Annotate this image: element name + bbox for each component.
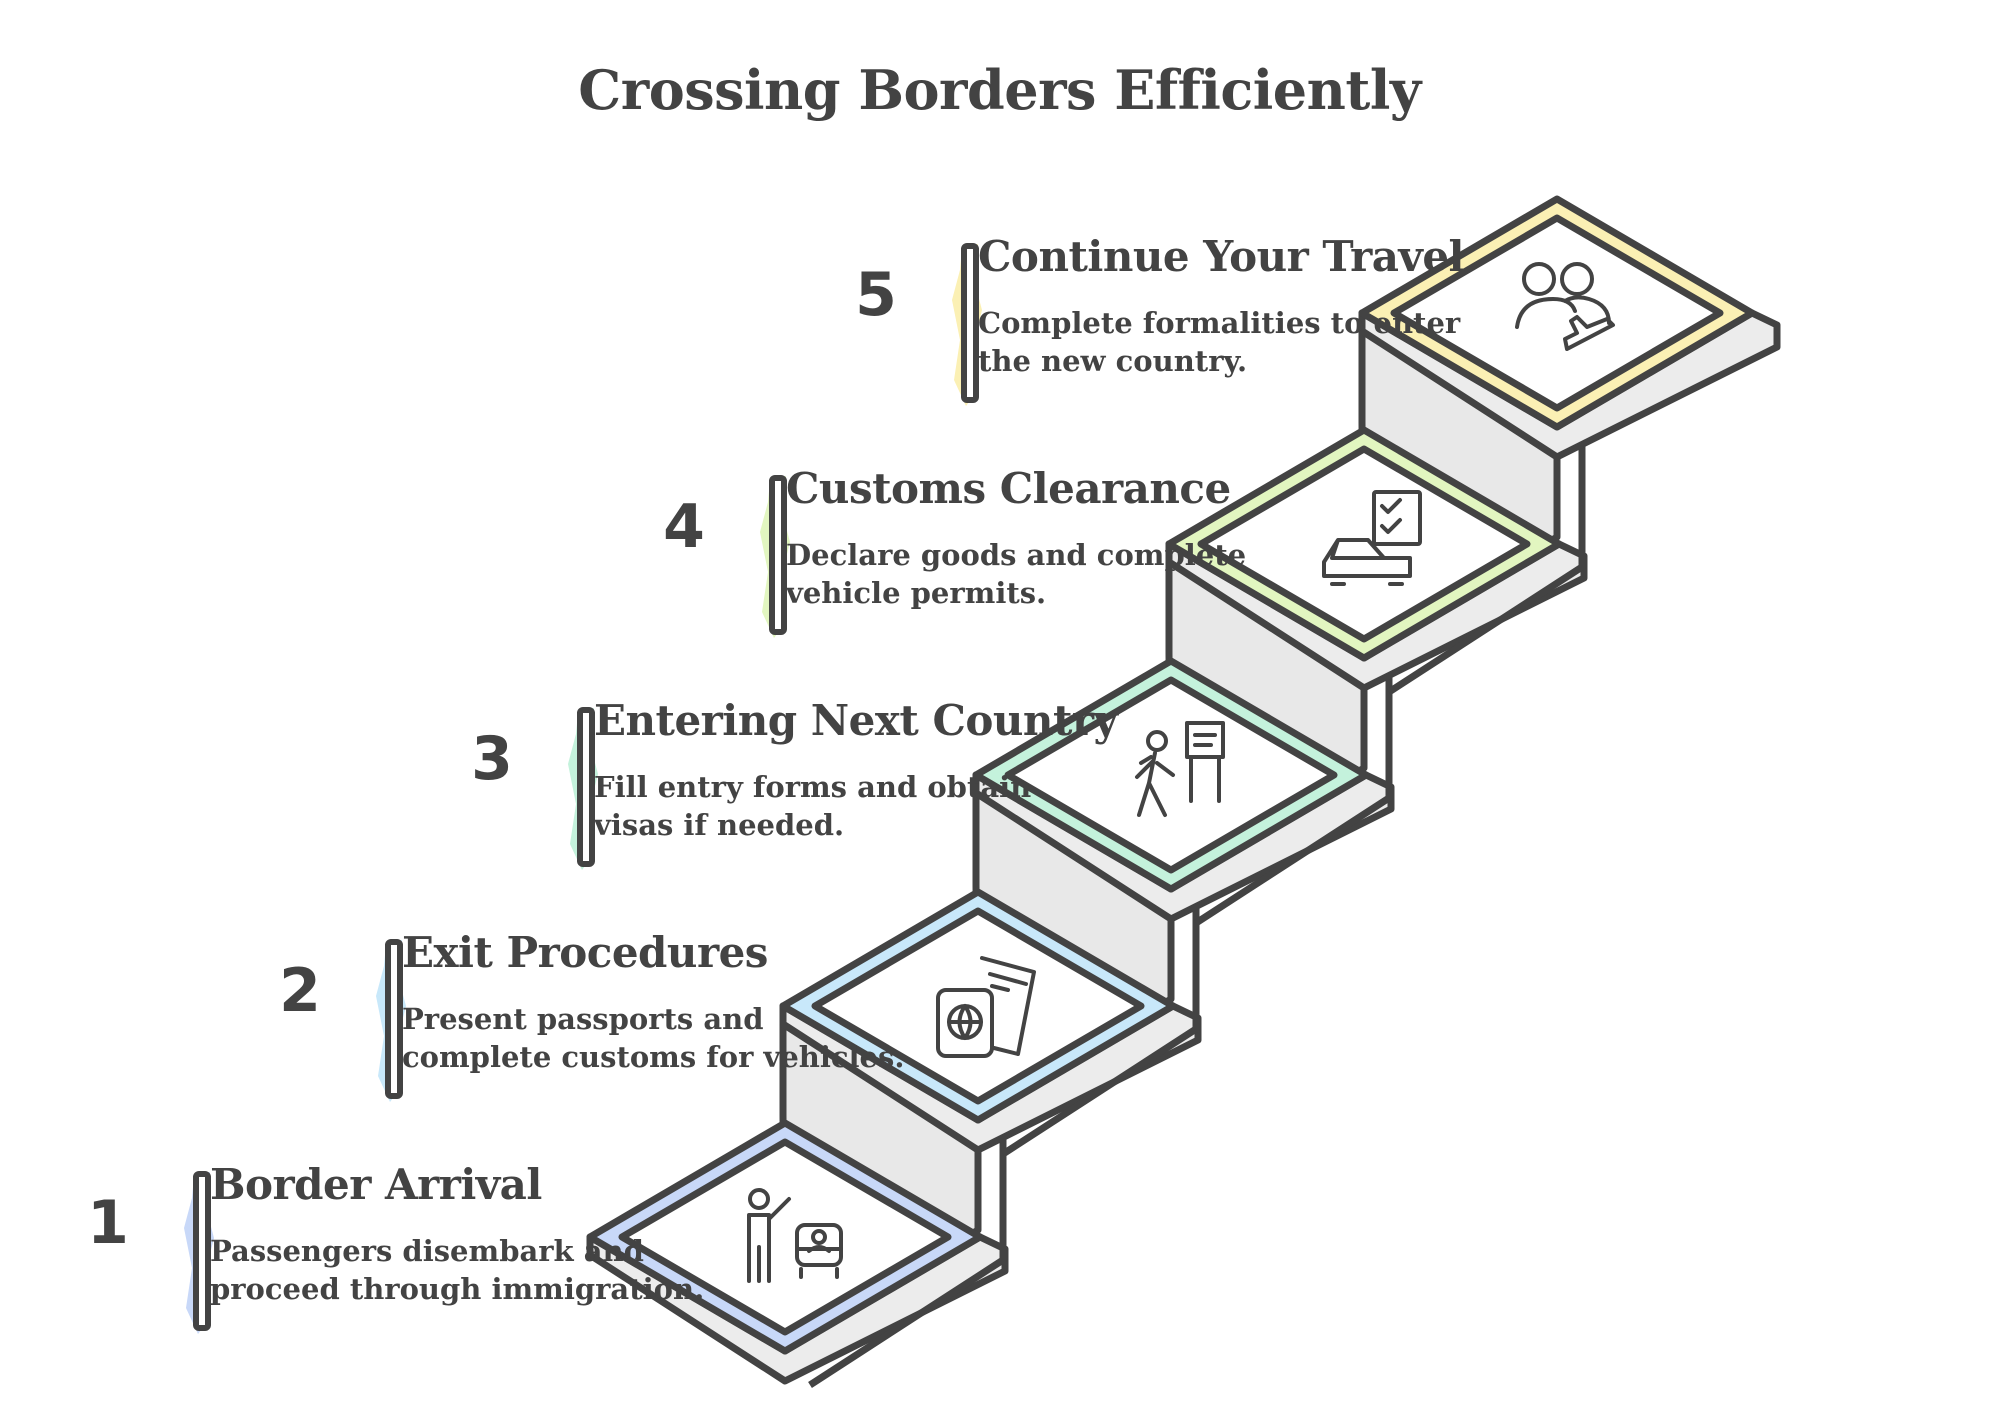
step-description: Complete formalities to enter the new co…: [978, 306, 1461, 378]
step-accent-bar: [760, 475, 790, 638]
passport-and-ticket-icon: [936, 956, 1036, 1058]
person-waving-at-bus-icon: [747, 1188, 843, 1283]
step-title: Customs Clearance: [786, 464, 1231, 513]
step-description: Present passports and complete customs f…: [402, 1002, 905, 1074]
step-top-3: [972, 657, 1370, 893]
step-number: 2: [279, 956, 321, 1026]
step-number: 1: [87, 1188, 129, 1258]
step-accent-bar: [952, 243, 982, 406]
step-accent-bar: [376, 939, 406, 1102]
step-top-1: [586, 1119, 984, 1355]
step-number: 4: [663, 492, 705, 562]
step-description: Declare goods and complete vehicle permi…: [786, 538, 1247, 610]
step-top-4: [1165, 426, 1563, 662]
step-top-5: [1358, 195, 1756, 431]
car-with-checklist-icon: [1322, 490, 1422, 586]
step-description: Fill entry forms and obtain visas if nee…: [594, 770, 1032, 842]
step-top-2: [779, 888, 1177, 1124]
step-description: Passengers disembark and proceed through…: [210, 1234, 705, 1306]
step-title: Exit Procedures: [402, 928, 768, 977]
step-title: Continue Your Travel: [978, 232, 1465, 281]
step-title: Entering Next Country: [594, 696, 1118, 745]
step-accent-bar: [568, 707, 598, 870]
step-number: 3: [471, 724, 513, 794]
step-number: 5: [855, 260, 897, 330]
step-title: Border Arrival: [210, 1160, 542, 1209]
travelers-with-plane-icon: [1515, 262, 1615, 351]
step-accent-bar: [184, 1171, 214, 1334]
diagram-title: Crossing Borders Efficiently: [578, 58, 1421, 122]
traveler-with-sign-icon: [1135, 721, 1225, 817]
